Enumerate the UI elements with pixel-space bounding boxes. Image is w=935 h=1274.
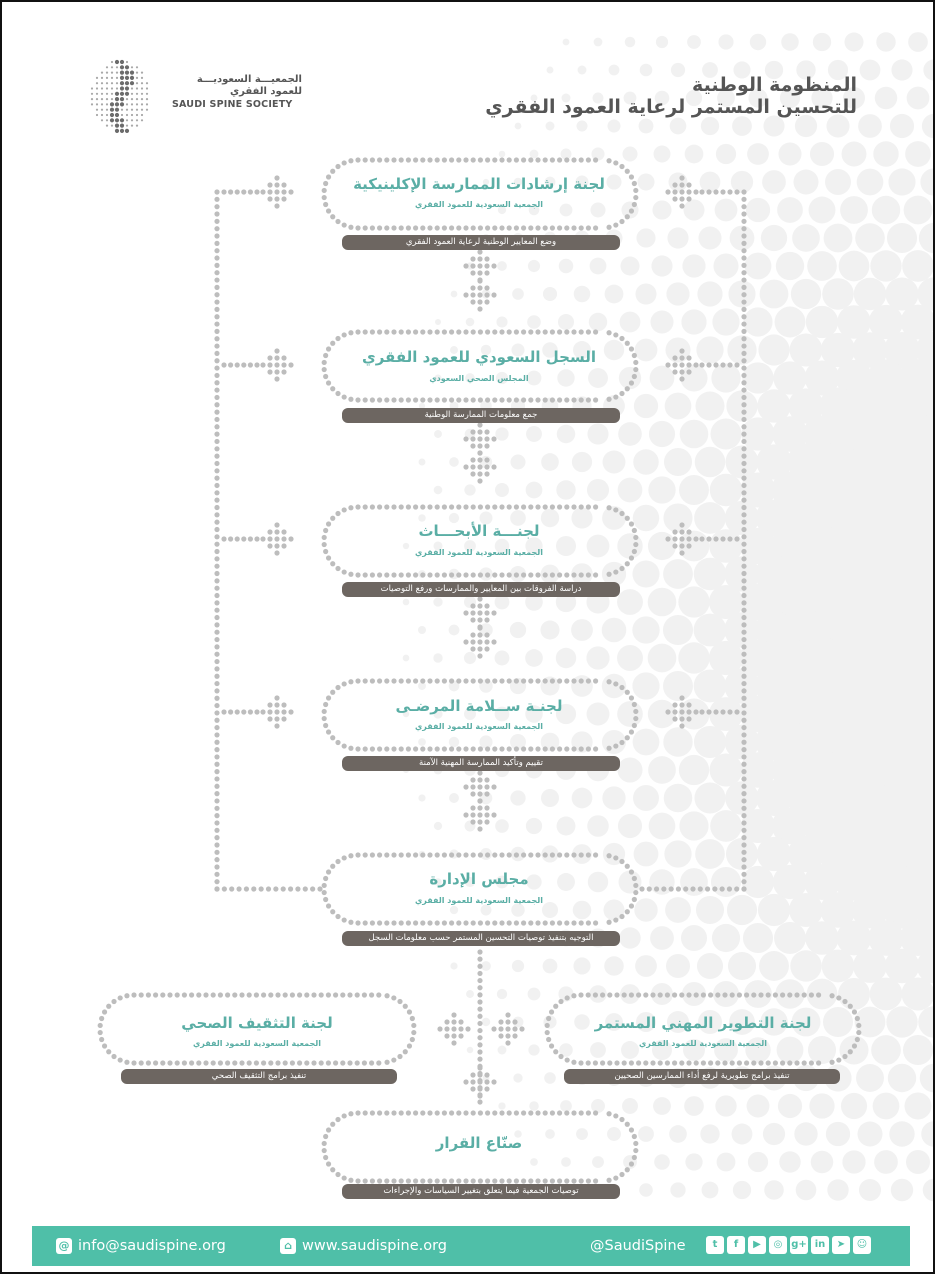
connector-plus-4: [463, 596, 497, 630]
node-decision-title: صنّاع القرار: [435, 1134, 523, 1152]
node-board-subtitle: الجمعية السعودية للعمود الفقري: [414, 896, 544, 905]
loop-left: [214, 189, 220, 892]
node-development-title: لجنة التطوير المهني المستمر: [594, 1014, 812, 1032]
node-education-subtitle: الجمعية السعودية للعمود الفقري: [192, 1039, 322, 1048]
at-icon: @: [56, 1238, 72, 1254]
loop-right: [741, 189, 747, 892]
linkedin-icon[interactable]: in: [811, 1236, 829, 1254]
logo-name-ar-line1: الجمعيـــة السعوديـــة: [196, 74, 302, 85]
footer-email-text: info@saudispine.org: [78, 1238, 226, 1254]
row-plus-right: [491, 1012, 525, 1046]
node-guidelines-bar: وضع المعايير الوطنية لرعاية العمود الفقر…: [342, 235, 620, 250]
node-decision-bar: توصيات الجمعية فيما يتعلق بتغيير السياسا…: [342, 1184, 620, 1199]
node-guidelines-title: لجنة إرشادات الممارسة الإكلينيكية: [353, 175, 605, 193]
node-registry-bar: جمع معلومات الممارسة الوطنية: [342, 408, 620, 423]
logo-name-en: SAUDI SPINE SOCIETY: [172, 99, 293, 110]
footer-email[interactable]: @ info@saudispine.org: [56, 1236, 226, 1256]
logo-text: الجمعيـــة السعوديـــة للعمود الفقري SAU…: [172, 74, 302, 111]
node-board-bar: التوجيه بتنفيذ توصيات التحسين المستمر حس…: [342, 931, 620, 946]
node-education-bar: تنفيذ برامج التثقيف الصحي: [121, 1069, 397, 1084]
board-down: [477, 949, 483, 1105]
social-icons: t f ▶ ◎ g+ in ➤ ☺: [706, 1236, 871, 1254]
home-icon: ⌂: [280, 1238, 296, 1254]
loop-bottom-left: [214, 886, 323, 892]
node-safety-bar: تقييم وتأكيد الممارسة المهنية الآمنة: [342, 756, 620, 771]
connector-plus-2: [463, 422, 497, 456]
node-safety-title: لجنـة ســلامة المرضـى: [395, 697, 563, 715]
node-development-bar: تنفيذ برامج تطويرية لرفع أداء الممارسين …: [564, 1069, 840, 1084]
node-board-title: مجلس الإدارة: [429, 870, 529, 888]
row-plus-left: [437, 1012, 471, 1046]
footer-website-text: www.saudispine.org: [302, 1238, 448, 1254]
node-development-subtitle: الجمعية السعودية للعمود الفقري: [638, 1039, 768, 1048]
pill-decision: [321, 1110, 639, 1184]
twitter-icon[interactable]: t: [706, 1236, 724, 1254]
loop-bottom-right: [639, 886, 747, 892]
node-registry-subtitle: المجلس الصحي السعودي: [429, 374, 529, 383]
side-plus-5: [665, 522, 699, 556]
loop-left-tick-0: [221, 189, 260, 195]
node-research-title: لجنـــة الأبحـــاث: [418, 522, 540, 540]
pill-registry: [321, 329, 639, 403]
googleplus-icon[interactable]: g+: [790, 1236, 808, 1254]
footer-handle-text: @SaudiSpine: [590, 1238, 686, 1254]
node-registry-title: السجل السعودي للعمود الفقري: [361, 348, 597, 366]
connector-plus-0: [463, 249, 497, 283]
snapchat-icon[interactable]: ☺: [853, 1236, 871, 1254]
node-safety-subtitle: الجمعية السعودية للعمود الفقري: [414, 722, 544, 731]
side-plus-4: [260, 522, 294, 556]
loop-right-tick-1: [699, 362, 740, 368]
instagram-icon[interactable]: ◎: [769, 1236, 787, 1254]
loop-right-tick-0: [699, 189, 740, 195]
connector-plus-5: [463, 625, 497, 659]
loop-left-tick-1: [221, 362, 260, 368]
footer-website[interactable]: ⌂ www.saudispine.org: [280, 1236, 447, 1256]
side-plus-3: [665, 348, 699, 382]
pill-education: [97, 992, 417, 1066]
side-plus-2: [260, 348, 294, 382]
loop-left-tick-3: [221, 709, 260, 715]
node-research-bar: دراسة الفروقات بين المعايير والممارسات و…: [342, 582, 620, 597]
page-title-line1: المنظومة الوطنية: [692, 74, 857, 96]
connector-plus-1: [463, 278, 497, 312]
side-plus-0: [260, 175, 294, 209]
connector-plus-3: [463, 450, 497, 484]
pill-development: [544, 992, 862, 1066]
spine-logo: [90, 59, 149, 133]
node-research-subtitle: الجمعية السعودية للعمود الفقري: [414, 548, 544, 557]
page-title: المنظومة الوطنية للتحسين المستمر لرعاية …: [485, 74, 857, 118]
connector-plus-7: [463, 798, 497, 832]
pill-guidelines: [321, 157, 639, 231]
footer-bar: @ info@saudispine.org ⌂ www.saudispine.o…: [32, 1226, 910, 1266]
loop-right-tick-3: [699, 709, 740, 715]
facebook-icon[interactable]: f: [727, 1236, 745, 1254]
loop-left-tick-2: [221, 536, 260, 542]
node-education-title: لجنة التثقيف الصحي: [181, 1014, 333, 1032]
pill-board: [321, 852, 639, 926]
side-plus-7: [665, 695, 699, 729]
pill-safety: [321, 678, 639, 752]
footer-handle: @SaudiSpine: [590, 1236, 686, 1256]
youtube-icon[interactable]: ▶: [748, 1236, 766, 1254]
side-plus-1: [665, 175, 699, 209]
telegram-icon[interactable]: ➤: [832, 1236, 850, 1254]
pill-research: [321, 504, 639, 578]
logo-name-ar-line2: للعمود الفقري: [229, 86, 302, 97]
node-guidelines-subtitle: الجمعية السعودية للعمود الفقري: [414, 200, 544, 209]
page-title-line2: للتحسين المستمر لرعاية العمود الفقري: [485, 96, 857, 118]
loop-right-tick-2: [699, 536, 740, 542]
side-plus-6: [260, 695, 294, 729]
